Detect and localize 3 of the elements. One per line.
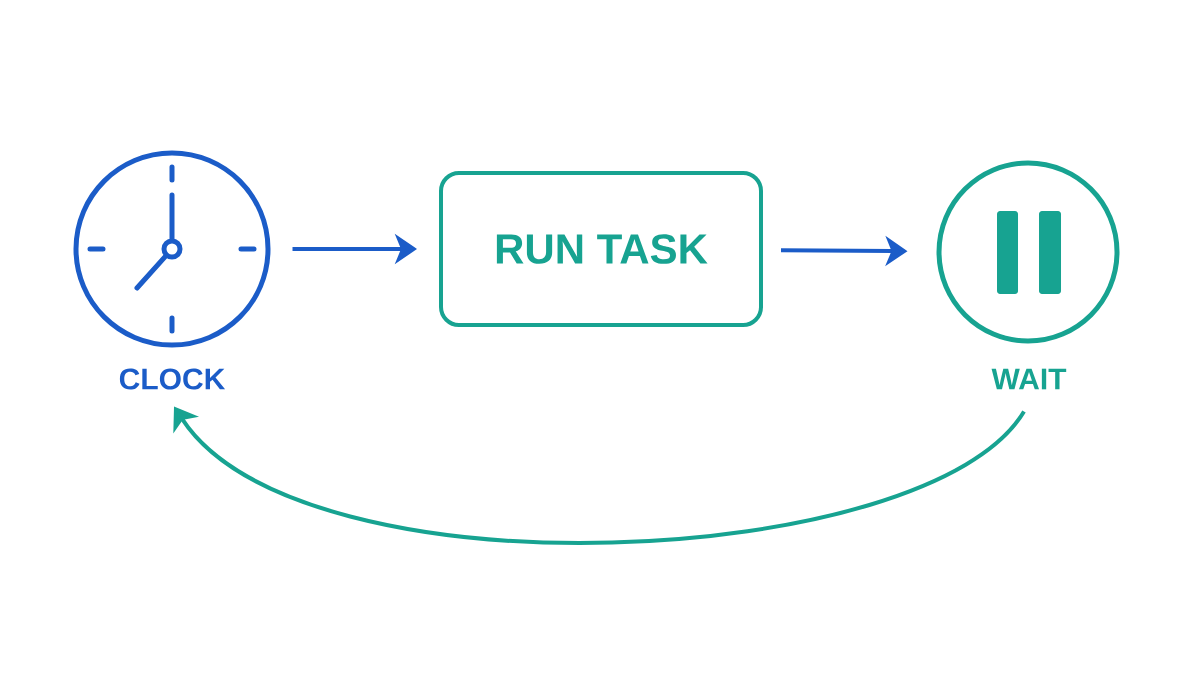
node-label: WAIT [991,368,1067,390]
process-box: RUN TASK [439,171,763,327]
node-label: CLOCK [119,368,226,390]
